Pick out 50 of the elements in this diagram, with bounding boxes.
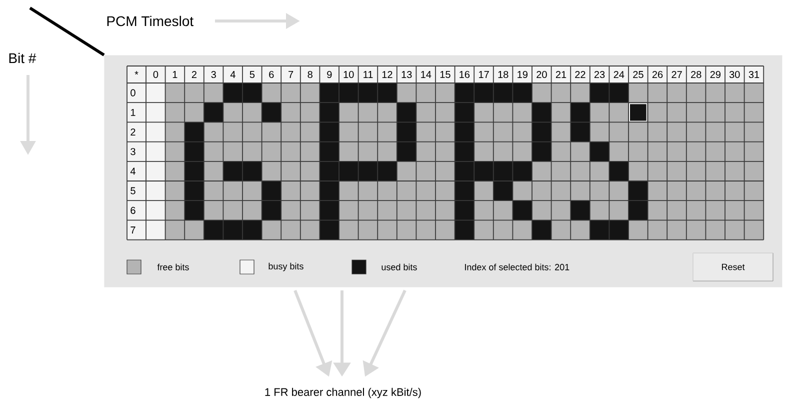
column-header: 27 [672, 71, 682, 78]
reset-button: Reset [692, 252, 774, 282]
row-header: 1 [130, 108, 136, 116]
column-header: 0 [153, 70, 158, 78]
row-header: 5 [130, 187, 136, 194]
status-text: Index of selected bits: 201 [465, 264, 570, 270]
column-header: 23 [594, 70, 605, 78]
column-header: 30 [729, 70, 740, 78]
column-header: 2 [192, 71, 196, 78]
column-header: * [134, 71, 138, 75]
column-header: 29 [710, 70, 720, 78]
legend-label: free bits [157, 264, 189, 270]
column-header: 12 [382, 71, 392, 78]
column-header: 20 [536, 70, 547, 78]
caption-text: 1 FR bearer channel (xyz kBit/s) [265, 388, 421, 398]
column-header: 31 [748, 70, 760, 78]
row-header: 0 [130, 89, 136, 96]
legend-label: used bits [382, 264, 417, 270]
column-header: 25 [633, 70, 644, 78]
row-header: 2 [130, 128, 136, 136]
column-header: 1 [172, 71, 178, 78]
column-header: 5 [250, 71, 255, 78]
row-header: 6 [130, 206, 136, 214]
column-header: 22 [575, 71, 586, 78]
column-header: 14 [421, 71, 432, 78]
leader-line [29, 6, 105, 56]
column-header: 7 [288, 71, 294, 78]
column-header: 24 [614, 71, 624, 78]
column-header: 18 [498, 70, 508, 78]
column-header: 3 [211, 70, 216, 78]
row-header: 7 [130, 226, 136, 234]
column-header: 21 [556, 71, 566, 78]
column-header: 10 [344, 70, 354, 78]
column-header: 26 [652, 70, 663, 78]
row-header: 4 [130, 168, 136, 175]
column-header: 4 [230, 71, 236, 78]
axis-title: Bit # [9, 52, 36, 64]
column-header: 8 [308, 70, 312, 78]
column-header: 16 [460, 70, 470, 78]
column-header: 17 [479, 71, 489, 78]
legend-label: busy bits [268, 262, 304, 272]
column-header: 9 [327, 70, 332, 78]
column-header: 15 [440, 71, 450, 78]
axis-title: PCM Timeslot [107, 16, 194, 26]
column-header: 6 [269, 70, 274, 78]
column-header: 28 [691, 70, 702, 78]
row-header: 3 [130, 148, 136, 156]
column-header: 19 [518, 70, 528, 78]
column-header: 13 [402, 70, 412, 78]
column-header: 11 [364, 71, 373, 78]
